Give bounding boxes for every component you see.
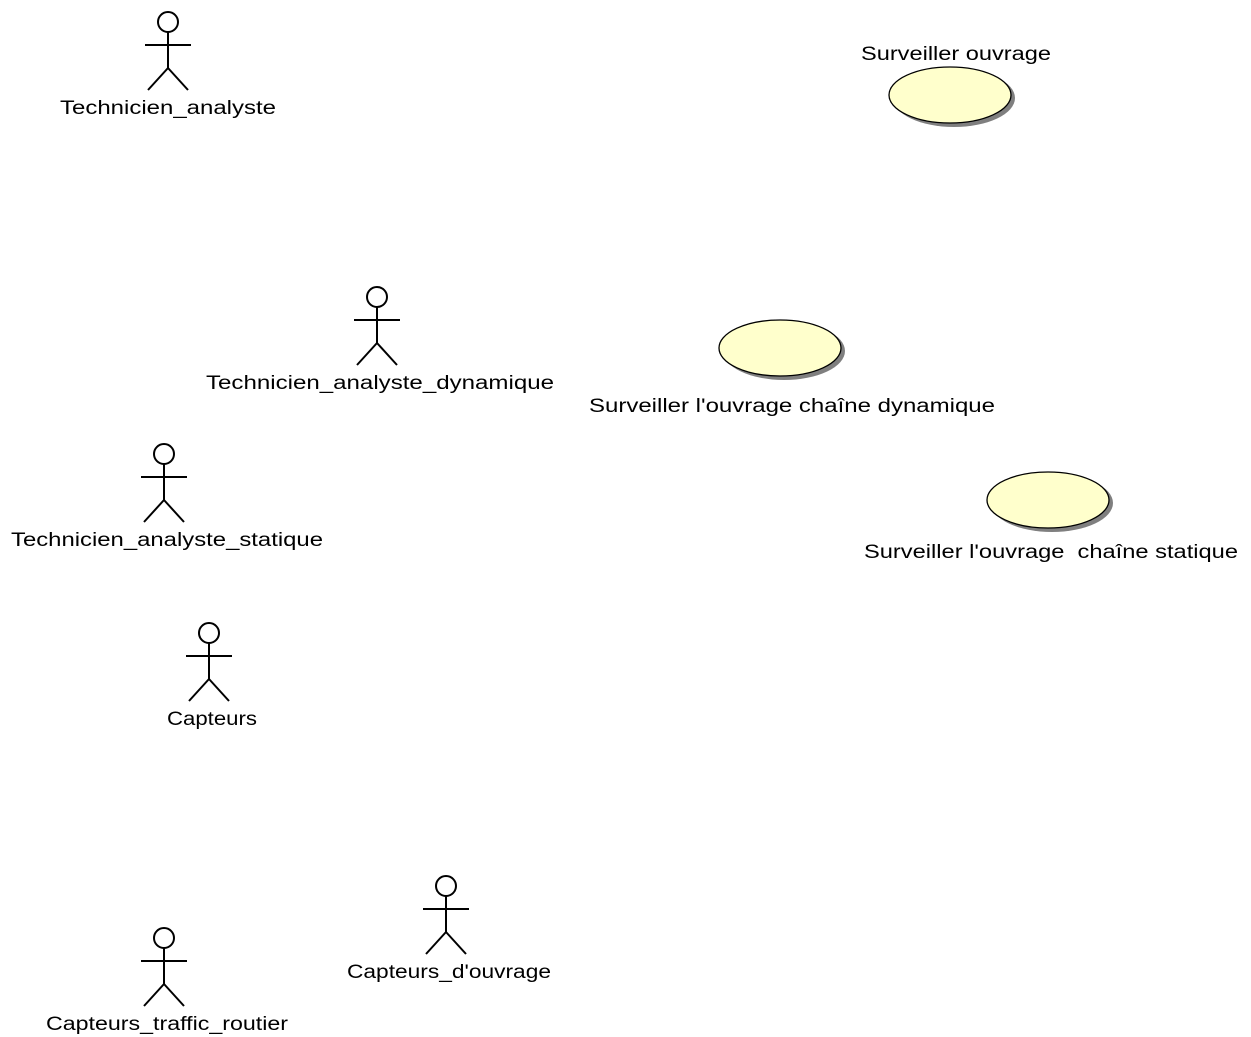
actor-label: Technicien_analyste_dynamique — [206, 373, 554, 394]
use-case-ellipse — [718, 319, 842, 377]
stick-figure-icon — [141, 443, 187, 523]
use-case-surveiller-ouvrage-dynamique[interactable]: Surveiller l'ouvrage chaîne dynamique — [589, 319, 995, 417]
actor-label: Technicien_analyste — [60, 98, 276, 119]
stick-figure-icon — [354, 286, 400, 366]
use-case-label: Surveiller ouvrage — [861, 44, 1051, 65]
actor-capteurs-traffic-routier[interactable]: Capteurs_traffic_routier — [46, 927, 289, 1035]
stick-figure-icon — [141, 927, 187, 1007]
actor-label: Capteurs_d'ouvrage — [347, 962, 551, 983]
actor-label: Capteurs_traffic_routier — [46, 1014, 289, 1035]
use-case-ellipse — [986, 471, 1110, 529]
actor-label: Capteurs — [167, 709, 257, 730]
use-case-ellipse — [888, 66, 1012, 124]
use-case-label: Surveiller l'ouvrage chaîne statique — [864, 542, 1238, 563]
stick-figure-icon — [423, 875, 469, 955]
actor-technicien-analyste-dynamique[interactable]: Technicien_analyste_dynamique — [206, 286, 554, 394]
actor-label: Technicien_analyste_statique — [11, 530, 323, 551]
actor-capteurs[interactable]: Capteurs — [167, 622, 257, 730]
stick-figure-icon — [145, 11, 191, 91]
stick-figure-icon — [186, 622, 232, 702]
use-case-label: Surveiller l'ouvrage chaîne dynamique — [589, 396, 995, 417]
actor-capteurs-d-ouvrage[interactable]: Capteurs_d'ouvrage — [347, 875, 551, 983]
use-case-surveiller-ouvrage[interactable]: Surveiller ouvrage — [861, 44, 1051, 127]
actor-technicien-analyste-statique[interactable]: Technicien_analyste_statique — [11, 443, 323, 551]
use-case-surveiller-ouvrage-statique[interactable]: Surveiller l'ouvrage chaîne statique — [864, 471, 1238, 563]
actor-technicien-analyste[interactable]: Technicien_analyste — [60, 11, 276, 119]
